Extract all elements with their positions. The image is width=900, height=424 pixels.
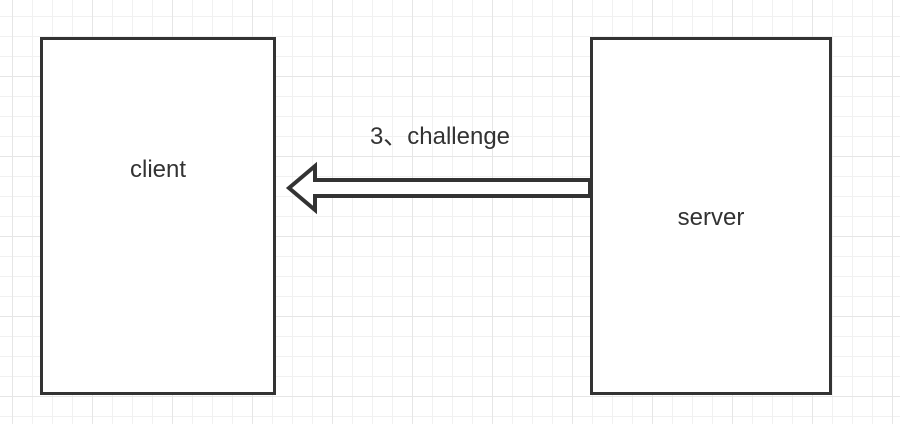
server-node: server bbox=[590, 37, 832, 395]
server-node-label: server bbox=[677, 204, 745, 231]
client-node-label: client bbox=[129, 156, 187, 183]
challenge-arrow-shape bbox=[285, 161, 592, 215]
client-node: client bbox=[40, 37, 276, 395]
challenge-edge-label: 3、challenge bbox=[369, 123, 511, 150]
